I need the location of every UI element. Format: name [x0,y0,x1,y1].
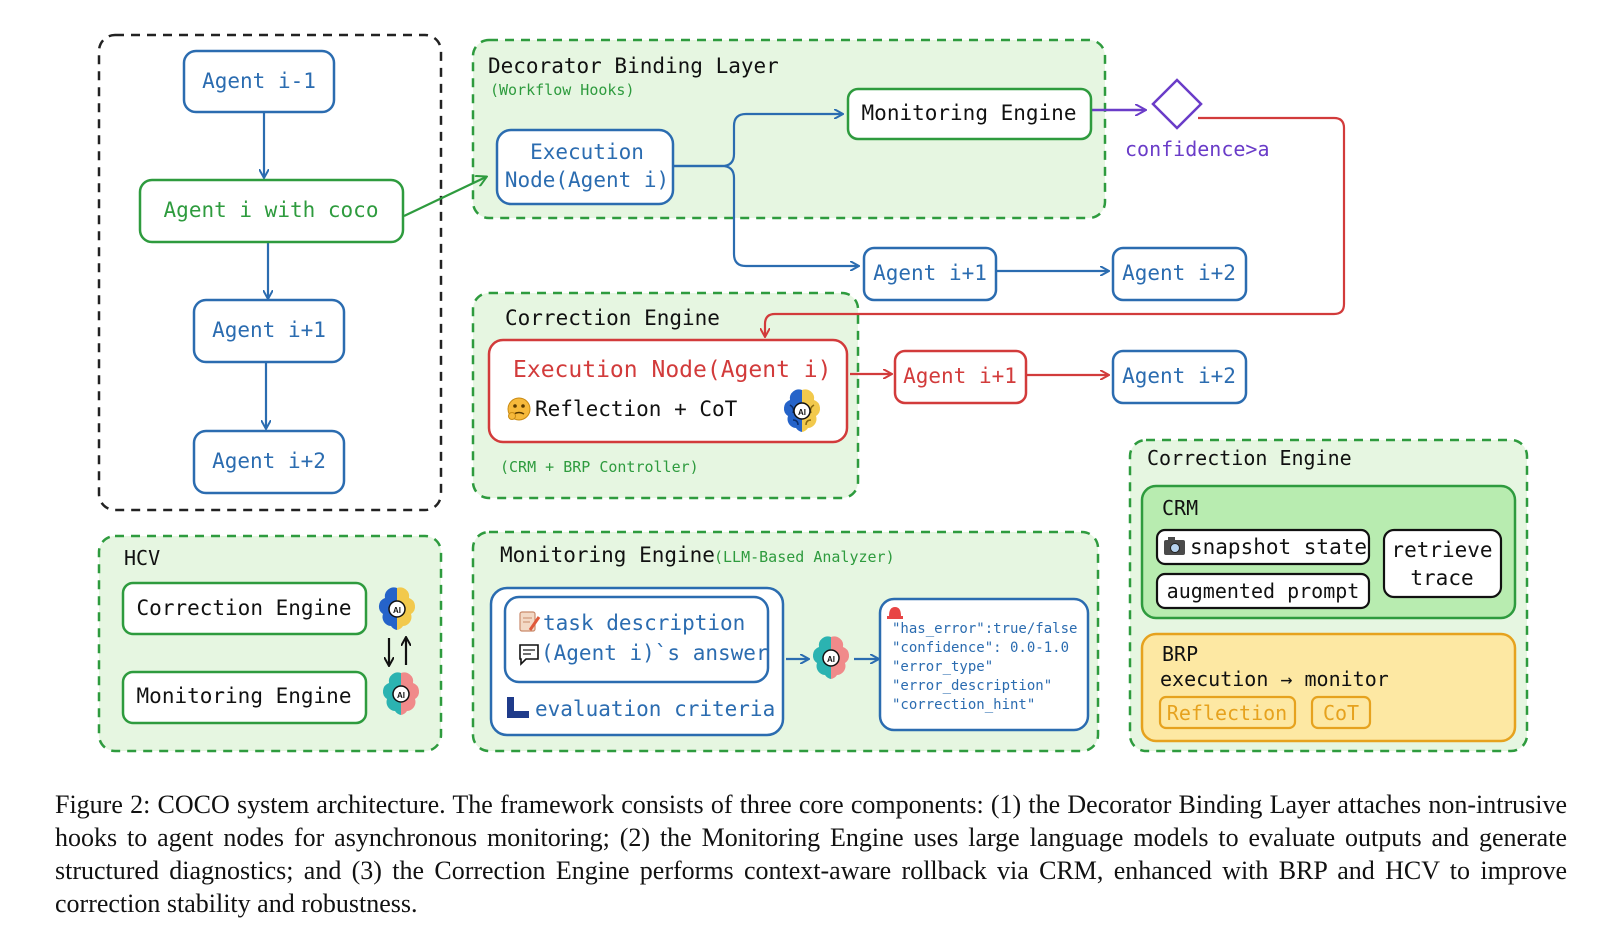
ruler-icon [507,697,529,718]
confidence-label: confidence>a [1125,137,1270,161]
document-pen-icon [519,611,541,632]
correction-agent-next1: Agent i+1 [893,349,1028,405]
decorator-exec-line1: Execution [530,140,644,164]
correction-agent-next2: Agent i+2 [1111,349,1248,405]
svg-text:AI: AI [827,655,835,664]
augmented-prompt-chip: augmented prompt [1155,572,1371,610]
figure-caption: Figure 2: COCO system architecture. The … [55,790,1567,918]
decorator-agent-next2: Agent i+2 [1111,246,1248,302]
decorator-agent-next1: Agent i+1 [862,246,998,302]
brp-flow-label: execution → monitor [1160,667,1389,691]
svg-text:AI: AI [798,408,806,417]
node-agent-next2: Agent i+2 [192,429,346,495]
snapshot-state-label: snapshot state [1190,535,1367,559]
correction-top-title: Correction Engine [505,306,720,330]
node-agent-coco-label: Agent i with coco [164,198,379,222]
diagnostic-output-box [878,597,1090,732]
correction-exec-label: Execution Node(Agent i) [513,357,832,383]
decorator-title: Decorator Binding Layer [488,54,779,78]
decorator-agent-next2-label: Agent i+2 [1122,261,1236,285]
hcv-monitoring-label: Monitoring Engine [137,684,352,708]
analyzer-brain-icon: AI [812,636,850,679]
decorator-subtitle: (Workflow Hooks) [490,81,635,99]
ai-brain-icon: AI [783,389,821,432]
brp-reflection-label: Reflection [1167,701,1287,725]
augmented-prompt-label: augmented prompt [1167,579,1360,603]
evaluation-criteria-label: evaluation criteria [535,697,775,721]
correction-exec-node: Execution Node(Agent i) Reflection + CoT… [487,338,849,444]
json-line-5: "correction_hint" [892,697,1035,713]
speech-bubble-icon [519,644,539,666]
hcv-correction-label: Correction Engine [137,596,352,620]
task-description-label: task description [543,611,745,635]
arrow-exec-to-monitoring [673,114,842,168]
node-agent-next1: Agent i+1 [192,298,346,364]
decision-diamond [1151,78,1203,130]
node-agent-prev-label: Agent i-1 [202,69,316,93]
node-agent-coco: Agent i with coco [138,178,405,244]
snapshot-state-chip: snapshot state [1155,528,1371,566]
decorator-monitoring-node: Monitoring Engine [846,87,1093,141]
correction-agent-next2-label: Agent i+2 [1122,364,1236,388]
svg-text:AI: AI [397,691,405,700]
hcv-brain-icon-bottom: AI [382,672,420,715]
correction-reflection-label: Reflection + CoT [535,397,738,421]
brp-cot-label: CoT [1323,701,1359,725]
arrow-decision-to-correction [765,116,1346,336]
brp-cot-chip: CoT [1310,695,1372,730]
correction-controller-label: (CRM + BRP Controller) [500,458,699,476]
json-line-4: "error_description" [892,678,1052,694]
correction-panel-title: Correction Engine [1147,446,1352,470]
decorator-monitoring-label: Monitoring Engine [862,101,1077,125]
alarm-bell-icon [887,607,903,619]
crm-label: CRM [1162,496,1198,520]
decorator-exec-node: Execution Node(Agent i) [495,128,675,206]
monitoring-panel-title: Monitoring Engine [500,543,715,567]
decorator-exec-line2: Node(Agent i) [505,168,669,192]
svg-text:AI: AI [393,606,401,615]
node-agent-next1-label: Agent i+1 [212,318,326,342]
camera-icon [1164,537,1185,555]
arrow-coco-to-decorator [403,177,486,217]
hcv-monitoring-node: Monitoring Engine [121,670,368,725]
monitoring-inner-box [503,595,770,684]
retrieve-trace-chip: retrieve trace [1382,528,1503,599]
correction-agent-next1-label: Agent i+1 [903,364,1017,388]
node-agent-next2-label: Agent i+2 [212,449,326,473]
json-line-2: "confidence": 0.0-1.0 [892,640,1069,656]
json-line-3: "error_type" [892,659,993,675]
hcv-title: HCV [124,546,160,570]
brp-label: BRP [1162,642,1198,666]
monitoring-panel-subtitle: (LLM-Based Analyzer) [714,548,895,566]
retrieve-trace-line1: retrieve [1391,538,1492,562]
arrow-exec-to-agent-next1 [673,164,858,266]
hcv-correction-node: Correction Engine [121,581,368,636]
retrieve-trace-line2: trace [1410,566,1473,590]
hcv-brain-icon-top: AI [378,587,416,630]
agent-answer-label: (Agent i)`s answer [541,641,769,665]
brp-reflection-chip: Reflection [1158,695,1297,730]
json-line-1: "has_error":true/false [892,621,1077,637]
decorator-agent-next1-label: Agent i+1 [873,261,987,285]
thinking-face-icon [507,397,531,421]
node-agent-prev: Agent i-1 [182,49,336,114]
